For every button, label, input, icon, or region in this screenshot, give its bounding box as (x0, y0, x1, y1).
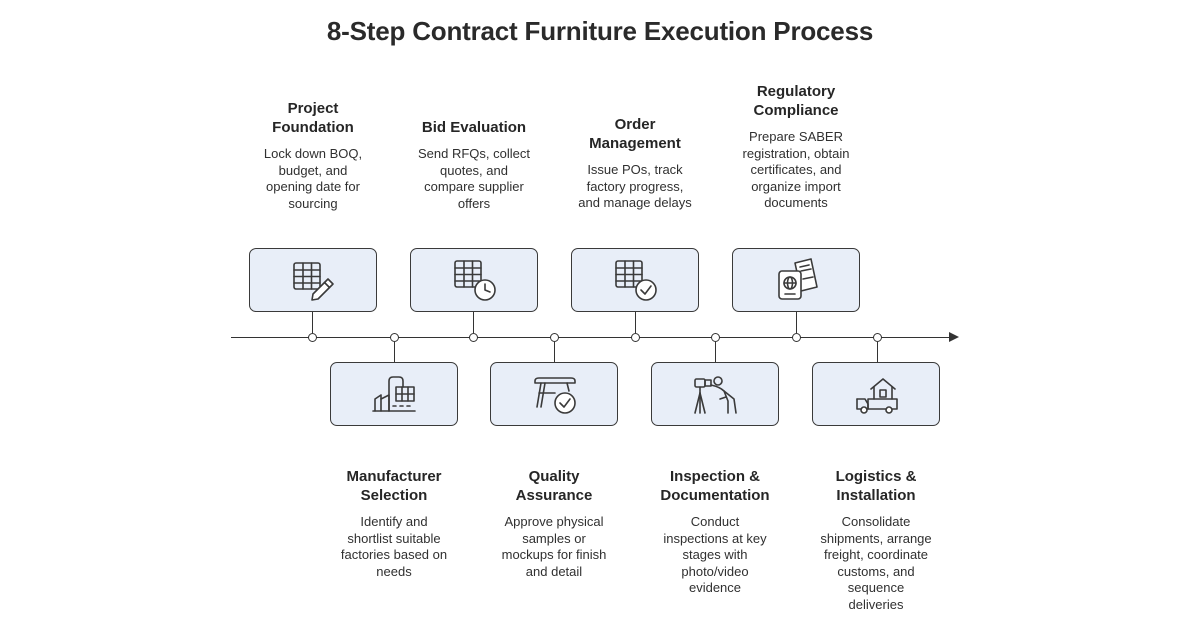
step-2-label: Manufacturer Selection Identify and shor… (314, 467, 474, 580)
connector-3 (473, 312, 474, 333)
step-3-card (410, 248, 538, 312)
step-5-heading: Order Management (589, 116, 681, 152)
step-2-description: Identify and shortlist suitable factorie… (340, 514, 448, 579)
timeline-arrowhead (949, 332, 959, 342)
connector-8 (877, 342, 878, 362)
person-camera-icon (694, 376, 737, 414)
timeline-line (231, 337, 951, 338)
timeline-node-3 (469, 333, 478, 342)
step-5-description: Issue POs, track factory progress, and m… (578, 162, 692, 210)
spreadsheet-check-icon (615, 260, 657, 301)
step-4-label: Quality Assurance Approve physical sampl… (474, 467, 634, 580)
step-7-label: Regulatory Compliance Prepare SABER regi… (716, 82, 876, 212)
step-3-label: Bid Evaluation Send RFQs, collect quotes… (394, 118, 554, 212)
step-6-description: Conduct inspections at key stages with p… (663, 514, 767, 595)
timeline-node-6 (711, 333, 720, 342)
step-8-label: Logistics & Installation Consolidate shi… (796, 467, 956, 613)
step-3-description: Send RFQs, collect quotes, and compare s… (418, 146, 530, 211)
step-1-card (249, 248, 377, 312)
step-1-heading: Project Foundation (272, 100, 354, 136)
timeline-node-4 (550, 333, 559, 342)
step-1-description: Lock down BOQ, budget, and opening date … (263, 146, 363, 211)
timeline-node-8 (873, 333, 882, 342)
truck-house-icon (856, 378, 898, 414)
timeline-node-5 (631, 333, 640, 342)
table-pencil-icon (293, 262, 334, 301)
step-1-label: Project Foundation Lock down BOQ, budget… (233, 99, 393, 212)
factory-icon (372, 376, 416, 412)
connector-7 (796, 312, 797, 333)
timeline-node-2 (390, 333, 399, 342)
connector-4 (554, 342, 555, 362)
step-6-heading: Inspection & Documentation (660, 468, 770, 504)
connector-6 (715, 342, 716, 362)
step-7-description: Prepare SABER registration, obtain certi… (742, 129, 850, 210)
timeline-node-7 (792, 333, 801, 342)
connector-5 (635, 312, 636, 333)
connector-1 (312, 312, 313, 333)
step-4-description: Approve physical samples or mockups for … (501, 514, 607, 579)
step-8-heading: Logistics & Installation (835, 468, 917, 504)
step-4-card (490, 362, 618, 426)
timeline-node-1 (308, 333, 317, 342)
step-3-heading: Bid Evaluation (421, 119, 527, 136)
step-8-description: Consolidate shipments, arrange freight, … (820, 514, 932, 612)
step-2-heading: Manufacturer Selection (346, 468, 442, 504)
step-6-card (651, 362, 779, 426)
step-5-card (571, 248, 699, 312)
step-4-heading: Quality Assurance (515, 468, 593, 504)
step-7-heading: Regulatory Compliance (753, 83, 839, 119)
table-clock-icon (454, 260, 496, 301)
page-title: 8-Step Contract Furniture Execution Proc… (326, 16, 874, 46)
table-check-icon (534, 377, 576, 414)
connector-2 (394, 342, 395, 362)
passport-ticket-icon (778, 258, 818, 300)
step-5-label: Order Management Issue POs, track factor… (555, 115, 715, 212)
step-6-label: Inspection & Documentation Conduct inspe… (635, 467, 795, 597)
step-8-card (812, 362, 940, 426)
step-7-card (732, 248, 860, 312)
step-2-card (330, 362, 458, 426)
